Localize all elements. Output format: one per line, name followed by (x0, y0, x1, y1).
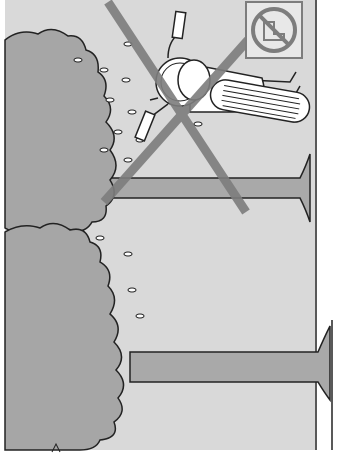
no-blower-sign-icon (246, 2, 302, 58)
